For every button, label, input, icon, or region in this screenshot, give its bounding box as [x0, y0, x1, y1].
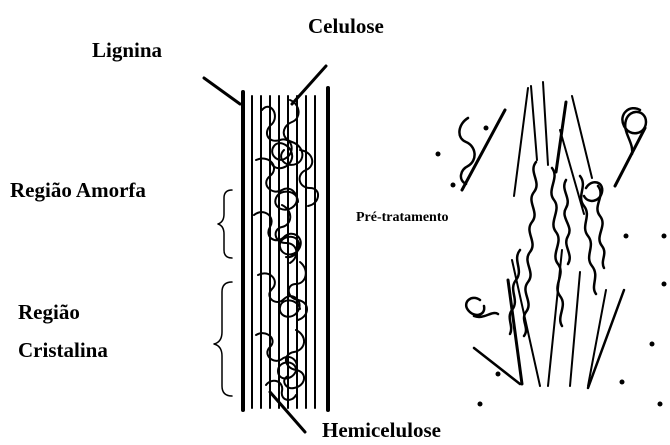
pretreatment-label: Pré-tratamento	[356, 210, 449, 226]
hemicellulose-label: Hemicelulose	[322, 418, 441, 443]
crystalline-region-label-line2: Cristalina	[18, 338, 108, 363]
crystalline-region-brace	[214, 282, 232, 396]
lignin-label: Lignina	[92, 38, 162, 63]
crystalline-region-label-line1: Região	[18, 300, 80, 325]
amorphous-region-label: Região Amorfa	[10, 178, 146, 203]
amorphous-region-brace	[218, 190, 232, 258]
cellulose-label: Celulose	[308, 14, 384, 39]
